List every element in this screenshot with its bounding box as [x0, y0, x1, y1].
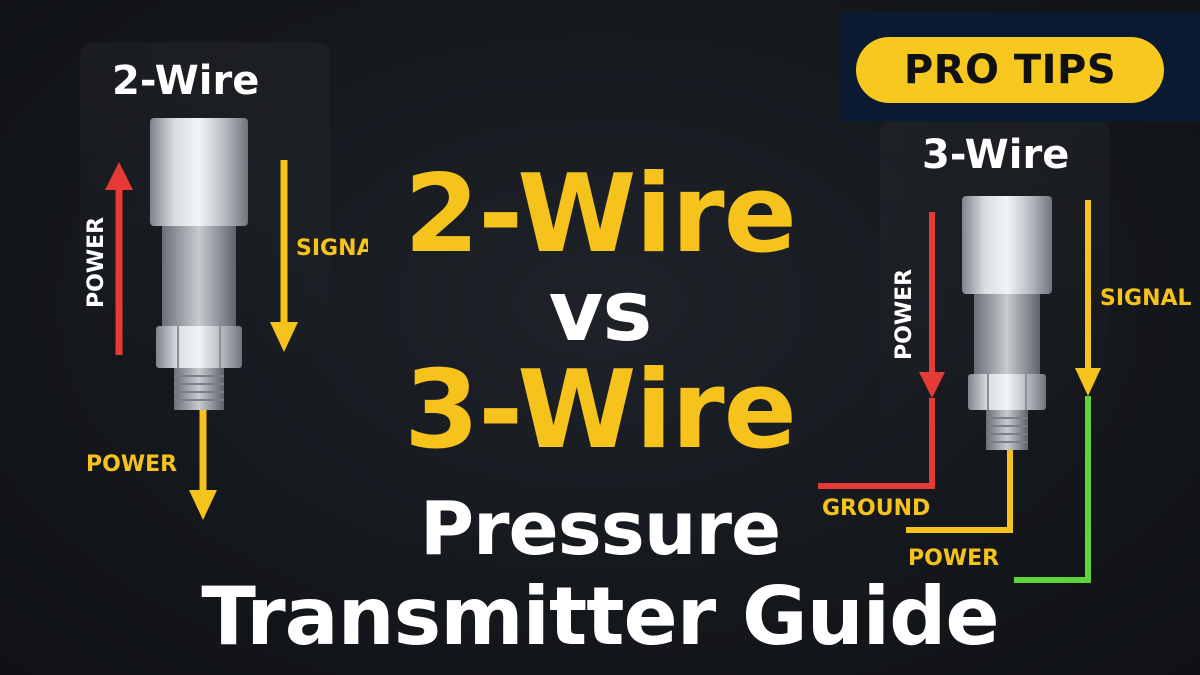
right-power-wire [818, 212, 945, 489]
title-two-wire: 2-Wire [404, 152, 797, 277]
title-vs: vs [548, 262, 653, 360]
title-three-wire: 3-Wire [404, 348, 797, 473]
title-transmitter-guide: Transmitter Guide [201, 570, 999, 663]
ground-label: GROUND [822, 496, 931, 521]
pro-tips-badge: PRO TIPS [856, 37, 1164, 103]
left-signal-clip: SIGNAL [296, 236, 368, 268]
left-transmitter [150, 118, 248, 410]
two-wire-label: 2-Wire [112, 58, 260, 104]
title-pressure: Pressure [419, 486, 781, 572]
right-power-bottom-label: POWER [908, 546, 1000, 571]
left-power-arrow-up [105, 162, 133, 355]
right-yellow-power-wire [906, 450, 1013, 533]
three-wire-label: 3-Wire [922, 132, 1070, 178]
right-transmitter [962, 196, 1052, 450]
right-signal-label: SIGNAL [1100, 286, 1192, 311]
left-power-bottom-label: POWER [86, 452, 178, 477]
left-power-arrow-down [189, 410, 217, 520]
left-signal-label: SIGNAL [296, 236, 368, 261]
left-signal-arrow-down [270, 160, 298, 352]
right-signal-wire [1014, 200, 1101, 583]
